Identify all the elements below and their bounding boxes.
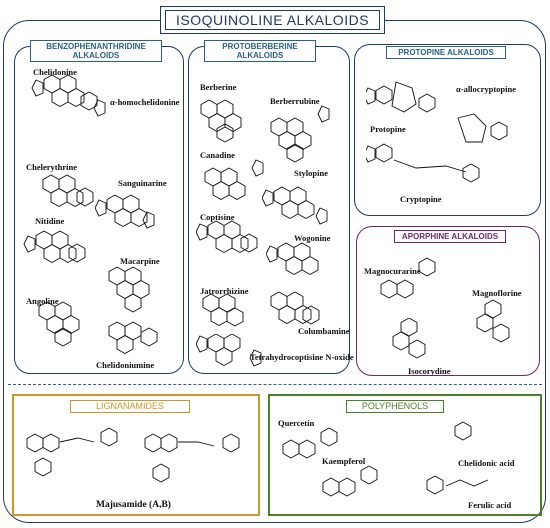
chelidonic-acid-structure: [454, 421, 472, 441]
cryptopine-structure: [366, 143, 480, 183]
compound-label-ferulic-acid: Ferulic acid: [468, 500, 512, 510]
compound-label-magnocurarine: Magnocurarine: [364, 266, 421, 276]
compound-label-berberrubine: Berberrubine: [270, 96, 320, 106]
compound-label-chelidonine: Chelidonine: [33, 67, 77, 77]
protopine-panel: [354, 44, 541, 216]
compound-label-tetrahydrocoptisine: Tetrahydrocoptisine N-oxide: [250, 352, 354, 362]
aporphine-panel: [356, 226, 540, 376]
compound-label-homochelidonine: α-homochelidonine: [110, 97, 180, 107]
compound-label-coptisine: Coptisine: [200, 212, 235, 222]
benzophenanthridine-title: BENZOPHENANTHRIDINE ALKALOIDS: [30, 40, 162, 62]
lignanamides-panel: [12, 394, 260, 516]
protoberberine-title: PROTOBERBERINE ALKALOIDS: [204, 40, 316, 62]
compound-label-nitidine: Nitidine: [35, 216, 65, 226]
ferulic-acid-structure: [426, 475, 489, 495]
compound-label-chelerythrine: Chelerythrine: [26, 162, 77, 172]
compound-label-macarpine: Macarpine: [120, 256, 160, 266]
isocorydine-structure: [392, 318, 426, 359]
compound-label-columbamine: Columbamine: [298, 326, 350, 336]
compound-label-isocorydine: Isocorydine: [408, 366, 451, 376]
compound-label-chelidoniumine: Chelidoniumine: [96, 360, 155, 370]
polyphenols-title: POLYPHENOLS: [346, 400, 444, 413]
magnocurarine-structure: [380, 257, 436, 299]
compound-label-angoline: Angoline: [26, 296, 59, 306]
magnoflorine-structure: [476, 299, 510, 343]
protopine-structure: [366, 81, 436, 113]
lignanamides-title: LIGNANAMIDES: [70, 400, 190, 413]
berberrubine-structure: [262, 105, 330, 163]
compound-label-protopine: Protopine: [370, 124, 406, 134]
main-title: ISOQUINOLINE ALKALOIDS: [160, 6, 385, 34]
jatrorrhizine-structure: [196, 292, 244, 327]
majusamide-b-structure: [144, 433, 240, 483]
compound-label-stylopine: Stylopine: [294, 168, 329, 178]
section-divider: [8, 384, 542, 385]
compound-label-berberine: Berberine: [200, 82, 237, 92]
majusamide-a-structure: [26, 427, 118, 477]
compound-label-cryptopine: Cryptopine: [400, 194, 442, 204]
compound-label-chelidonic-acid: Chelidonic acid: [458, 458, 515, 468]
wogonine-structure: [266, 240, 346, 290]
compound-label-kaempferol: Kaempferol: [322, 456, 366, 466]
compound-label-canadine: Canadine: [200, 150, 235, 160]
main-title-text: ISOQUINOLINE ALKALOIDS: [164, 10, 381, 30]
polyphenols-panel: [268, 394, 542, 516]
compound-label-wogonine: Wogonine: [294, 233, 331, 243]
compound-label-quercetin: Quercetin: [278, 418, 315, 428]
berberine-structure: [196, 96, 266, 143]
allocryptopine-structure: [457, 113, 508, 143]
protopine-title: PROTOPINE ALKALOIDS: [386, 46, 506, 59]
kaempferol-structure: [322, 465, 378, 497]
compound-label-sanguinarine: Sanguinarine: [118, 178, 167, 188]
chelidonine-structure: [31, 72, 106, 117]
compound-label-majusamide: Majusamide (A,B): [96, 500, 171, 510]
compound-label-jatrorrhizine: Jatrorrhizine: [200, 286, 249, 296]
chelidoniumine-structure: [100, 318, 158, 366]
aporphine-title: APORPHINE ALKALOIDS: [394, 230, 506, 243]
compound-label-allocryptopine: α-allocryptopine: [456, 84, 516, 94]
compound-label-magnoflorine: Magnoflorine: [472, 288, 522, 298]
